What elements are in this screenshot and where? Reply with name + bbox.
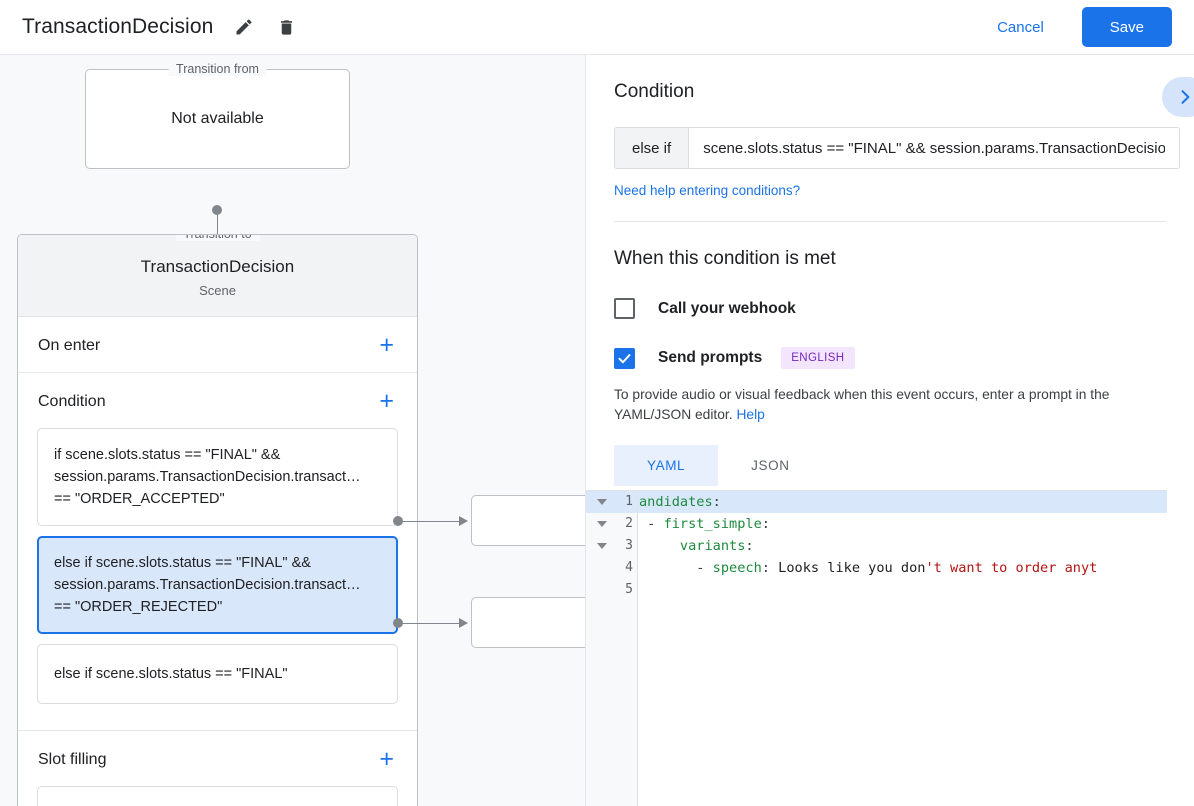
transition-from-legend: Transition from (168, 62, 267, 76)
topbar-actions: Cancel Save (981, 7, 1172, 47)
code-token: andidates (639, 494, 713, 510)
code-token: : (745, 538, 754, 554)
edge-line (398, 622, 461, 624)
code-token: first_simple (663, 516, 762, 532)
code-token: : (761, 560, 779, 576)
code-line[interactable]: andidates: (638, 491, 1167, 513)
line-number: 4 (625, 560, 633, 575)
condition-heading: Condition (614, 81, 695, 102)
transition-from-card: Transition from Not available (85, 62, 350, 169)
code-line[interactable]: variants: (638, 535, 1167, 557)
call-webhook-checkbox[interactable] (614, 298, 635, 319)
add-on-enter-button[interactable]: + (379, 331, 394, 359)
section-title-condition: Condition (38, 392, 106, 410)
when-met-heading: When this condition is met (614, 248, 836, 269)
tab-yaml[interactable]: YAML (614, 445, 719, 486)
transition-to-legend: Transition to (175, 235, 260, 241)
send-prompts-label: Send prompts (658, 349, 763, 366)
line-number: 3 (625, 538, 633, 553)
edge-arrow-icon (459, 618, 468, 628)
scene-header: TransactionDecision Scene (18, 235, 417, 317)
language-badge: ENGLISH (781, 347, 855, 369)
editor-gutter-row: 4 (586, 557, 637, 579)
add-slot-filling-button[interactable]: + (379, 745, 394, 773)
add-condition-button[interactable]: + (379, 387, 394, 415)
code-line[interactable]: - first_simple: (638, 513, 1167, 535)
divider (614, 221, 1166, 222)
code-token: : (761, 516, 770, 532)
scene-name: TransactionDecision (140, 257, 295, 276)
condition-item-selected[interactable]: else if scene.slots.status == "FINAL" &&… (37, 536, 398, 634)
code-token (639, 538, 680, 554)
section-title-slot-filling: Slot filling (38, 750, 107, 768)
page-title: TransactionDecision (22, 15, 214, 38)
fold-caret-icon[interactable] (597, 543, 607, 549)
condition-input[interactable] (689, 128, 1179, 168)
code-line[interactable]: - speech: Looks like you don't want to o… (638, 557, 1167, 579)
save-button[interactable]: Save (1081, 7, 1172, 47)
send-prompts-checkbox[interactable] (614, 347, 635, 369)
tab-json[interactable]: JSON (751, 458, 790, 473)
section-slot-filling: Slot filling + Slot validation (18, 731, 417, 806)
chevron-right-icon[interactable] (1162, 77, 1194, 117)
transition-target-box[interactable] (471, 495, 585, 546)
condition-input-row: else if (614, 127, 1180, 169)
scene-type: Scene (199, 283, 236, 298)
condition-prefix-label: else if (615, 128, 690, 168)
section-condition: Condition + if scene.slots.status == "FI… (18, 373, 417, 731)
code-token: - (639, 560, 713, 576)
code-token: : (712, 494, 721, 510)
line-number: 1 (625, 494, 633, 509)
code-token: Looks like you don (778, 560, 926, 576)
call-webhook-label: Call your webhook (658, 299, 796, 317)
code-editor[interactable]: 1 2 3 4 5 andidates: - first_simple: variant… (586, 490, 1167, 806)
condition-item[interactable]: if scene.slots.status == "FINAL" && sess… (37, 428, 398, 526)
slot-validation-item[interactable]: Slot validation (37, 786, 398, 806)
transition-from-value: Not available (171, 110, 264, 127)
code-token: speech (712, 560, 762, 576)
editor-gutter-row: 1 (586, 491, 637, 513)
pencil-icon[interactable] (229, 12, 259, 42)
editor-format-tabs: YAML JSON (614, 445, 1166, 486)
editor-gutter: 1 2 3 4 5 (586, 491, 638, 806)
prompts-description: To provide audio or visual feedback when… (614, 385, 1166, 425)
edge-line (398, 520, 461, 522)
editor-gutter-row: 2 (586, 513, 637, 535)
main-area: Transition from Not available Transition… (0, 55, 1194, 806)
trash-icon[interactable] (271, 12, 301, 42)
prompts-description-text: To provide audio or visual feedback when… (614, 387, 1110, 422)
editor-gutter-row: 3 (586, 535, 637, 557)
line-number: 2 (625, 516, 633, 531)
section-title-on-enter: On enter (38, 336, 101, 354)
condition-help-link[interactable]: Need help entering conditions? (614, 183, 801, 198)
transition-to-card: Transition to TransactionDecision Scene … (17, 234, 418, 806)
prompts-help-link[interactable]: Help (736, 407, 765, 422)
transition-target-box[interactable] (471, 597, 585, 648)
fold-caret-icon[interactable] (597, 499, 607, 505)
editor-gutter-row: 5 (586, 579, 637, 601)
line-number: 5 (625, 582, 633, 597)
top-bar: TransactionDecision Cancel Save (0, 0, 1194, 55)
send-prompts-row: Send prompts ENGLISH (614, 347, 1166, 369)
cancel-button[interactable]: Cancel (981, 11, 1060, 44)
when-met-section: When this condition is met Call your web… (586, 222, 1194, 486)
code-token: variants (679, 538, 746, 554)
flow-graph-pane: Transition from Not available Transition… (0, 55, 585, 806)
edge-arrow-icon (459, 516, 468, 526)
fold-caret-icon[interactable] (597, 521, 607, 527)
code-token: 't want to order anyt (925, 560, 1098, 576)
editor-code-area[interactable]: andidates: - first_simple: variants: - s… (638, 491, 1167, 806)
code-token: - (639, 516, 664, 532)
condition-item[interactable]: else if scene.slots.status == "FINAL" (37, 644, 398, 704)
webhook-row: Call your webhook (614, 298, 1166, 319)
code-line[interactable] (638, 579, 1167, 601)
details-pane: Condition else if Need help entering con… (585, 55, 1194, 806)
section-on-enter: On enter + (18, 317, 417, 373)
condition-details-section: Condition else if Need help entering con… (586, 55, 1194, 222)
